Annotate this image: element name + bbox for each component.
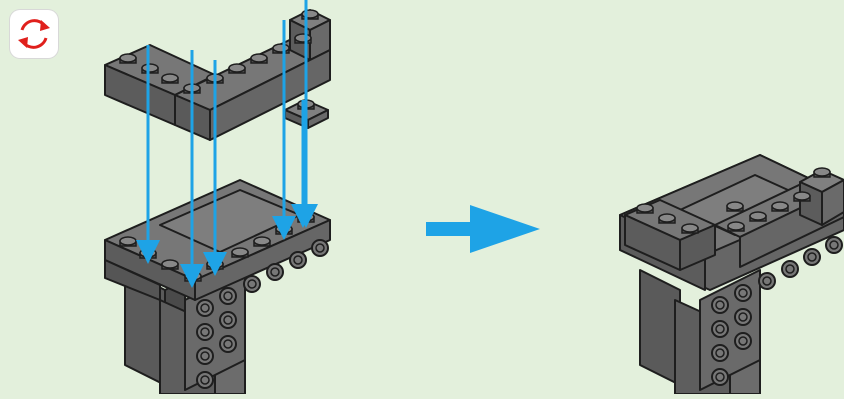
result-side-stud xyxy=(735,285,751,301)
base-stud xyxy=(232,248,248,257)
base-side-stud xyxy=(267,264,283,280)
top-brick-stud xyxy=(142,64,158,73)
base-side-stud xyxy=(290,252,306,268)
result-side-stud xyxy=(759,273,775,289)
result-side-stud xyxy=(712,297,728,313)
result-side-stud xyxy=(712,345,728,361)
result-side-stud xyxy=(712,369,728,385)
rotate-icon xyxy=(10,10,58,58)
base-side-stud xyxy=(197,324,213,340)
result-side-stud xyxy=(712,321,728,337)
base-side-stud xyxy=(197,372,213,388)
base-side-stud xyxy=(197,300,213,316)
result-stud xyxy=(772,202,788,211)
top-brick-stud xyxy=(302,10,318,19)
result-assembly xyxy=(620,155,844,394)
top-brick-stud xyxy=(251,54,267,63)
result-stud xyxy=(794,192,810,201)
base-side-stud xyxy=(220,288,236,304)
top-brick-stud xyxy=(120,54,136,63)
base-side-stud xyxy=(312,240,328,256)
result-stud xyxy=(814,168,830,177)
rotate-button[interactable] xyxy=(10,10,58,58)
top-brick-stud xyxy=(162,74,178,83)
result-stud xyxy=(637,204,653,213)
result-stud xyxy=(728,222,744,231)
base-side-stud xyxy=(244,276,260,292)
result-side-stud xyxy=(735,309,751,325)
result-side-stud xyxy=(826,237,842,253)
base-stud xyxy=(120,237,136,246)
result-side-stud xyxy=(735,333,751,349)
top-brick-stud xyxy=(295,34,311,43)
top-brick-stud xyxy=(273,44,289,53)
base-assembly xyxy=(105,180,330,394)
base-stud xyxy=(162,260,178,269)
result-stud xyxy=(750,212,766,221)
result-stud xyxy=(659,214,675,223)
result-stud xyxy=(727,202,743,211)
top-brick-stud xyxy=(229,64,245,73)
result-stud xyxy=(682,224,698,233)
base-side-stud xyxy=(220,336,236,352)
result-side-stud xyxy=(782,261,798,277)
direction-arrow xyxy=(426,205,540,253)
base-stud xyxy=(254,237,270,246)
base-side-stud xyxy=(197,348,213,364)
base-side-stud xyxy=(220,312,236,328)
result-side-stud xyxy=(804,249,820,265)
